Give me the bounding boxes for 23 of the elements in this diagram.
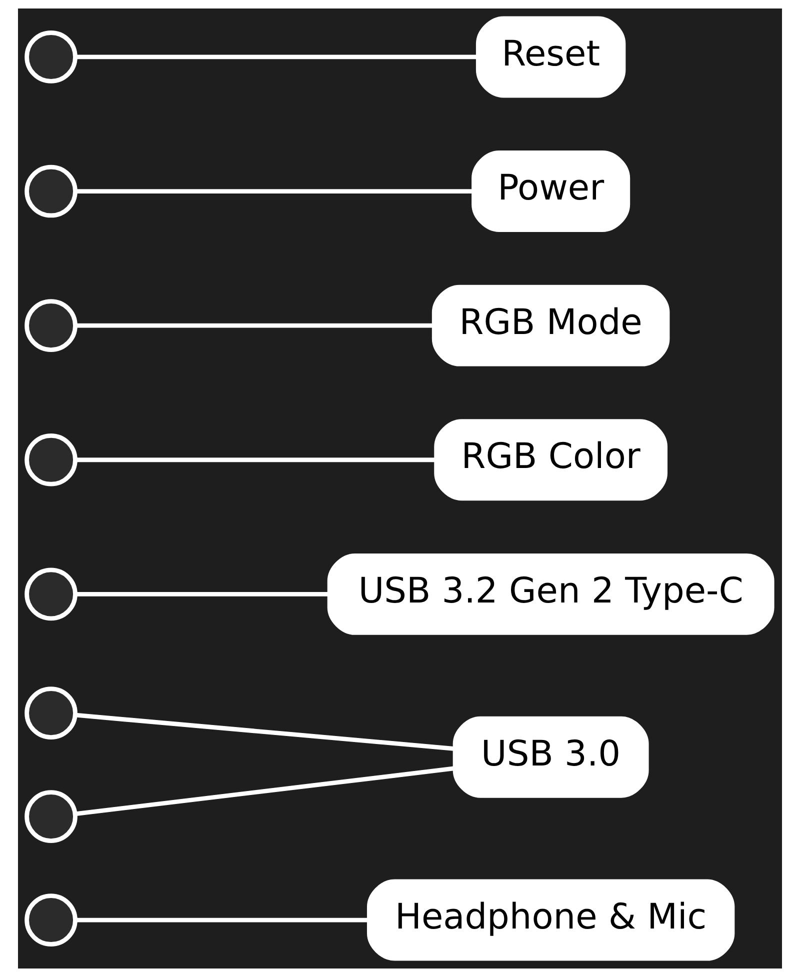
connector [75, 54, 477, 60]
node-circle [24, 164, 78, 218]
node-circle [24, 30, 78, 84]
node-circle [24, 686, 78, 740]
node-box: USB 3.2 Gen 2 Type-C [327, 553, 774, 635]
connector [75, 592, 328, 596]
connector [76, 323, 432, 328]
node-circle [24, 433, 78, 486]
node-circle [24, 894, 78, 946]
node-circle [24, 790, 78, 843]
connector [76, 712, 454, 751]
node-circle [24, 299, 78, 352]
connector [76, 918, 368, 922]
node-box: USB 3.0 [452, 716, 649, 798]
node-box: RGB Color [434, 419, 668, 501]
node-box: Headphone & Mic [366, 879, 735, 961]
node-box: Power [472, 150, 630, 232]
node-circle [24, 568, 78, 621]
connector [76, 458, 435, 462]
node-box: Reset [476, 16, 626, 98]
node-box: RGB Mode [432, 284, 670, 366]
connector [76, 766, 454, 816]
connector [76, 189, 472, 194]
